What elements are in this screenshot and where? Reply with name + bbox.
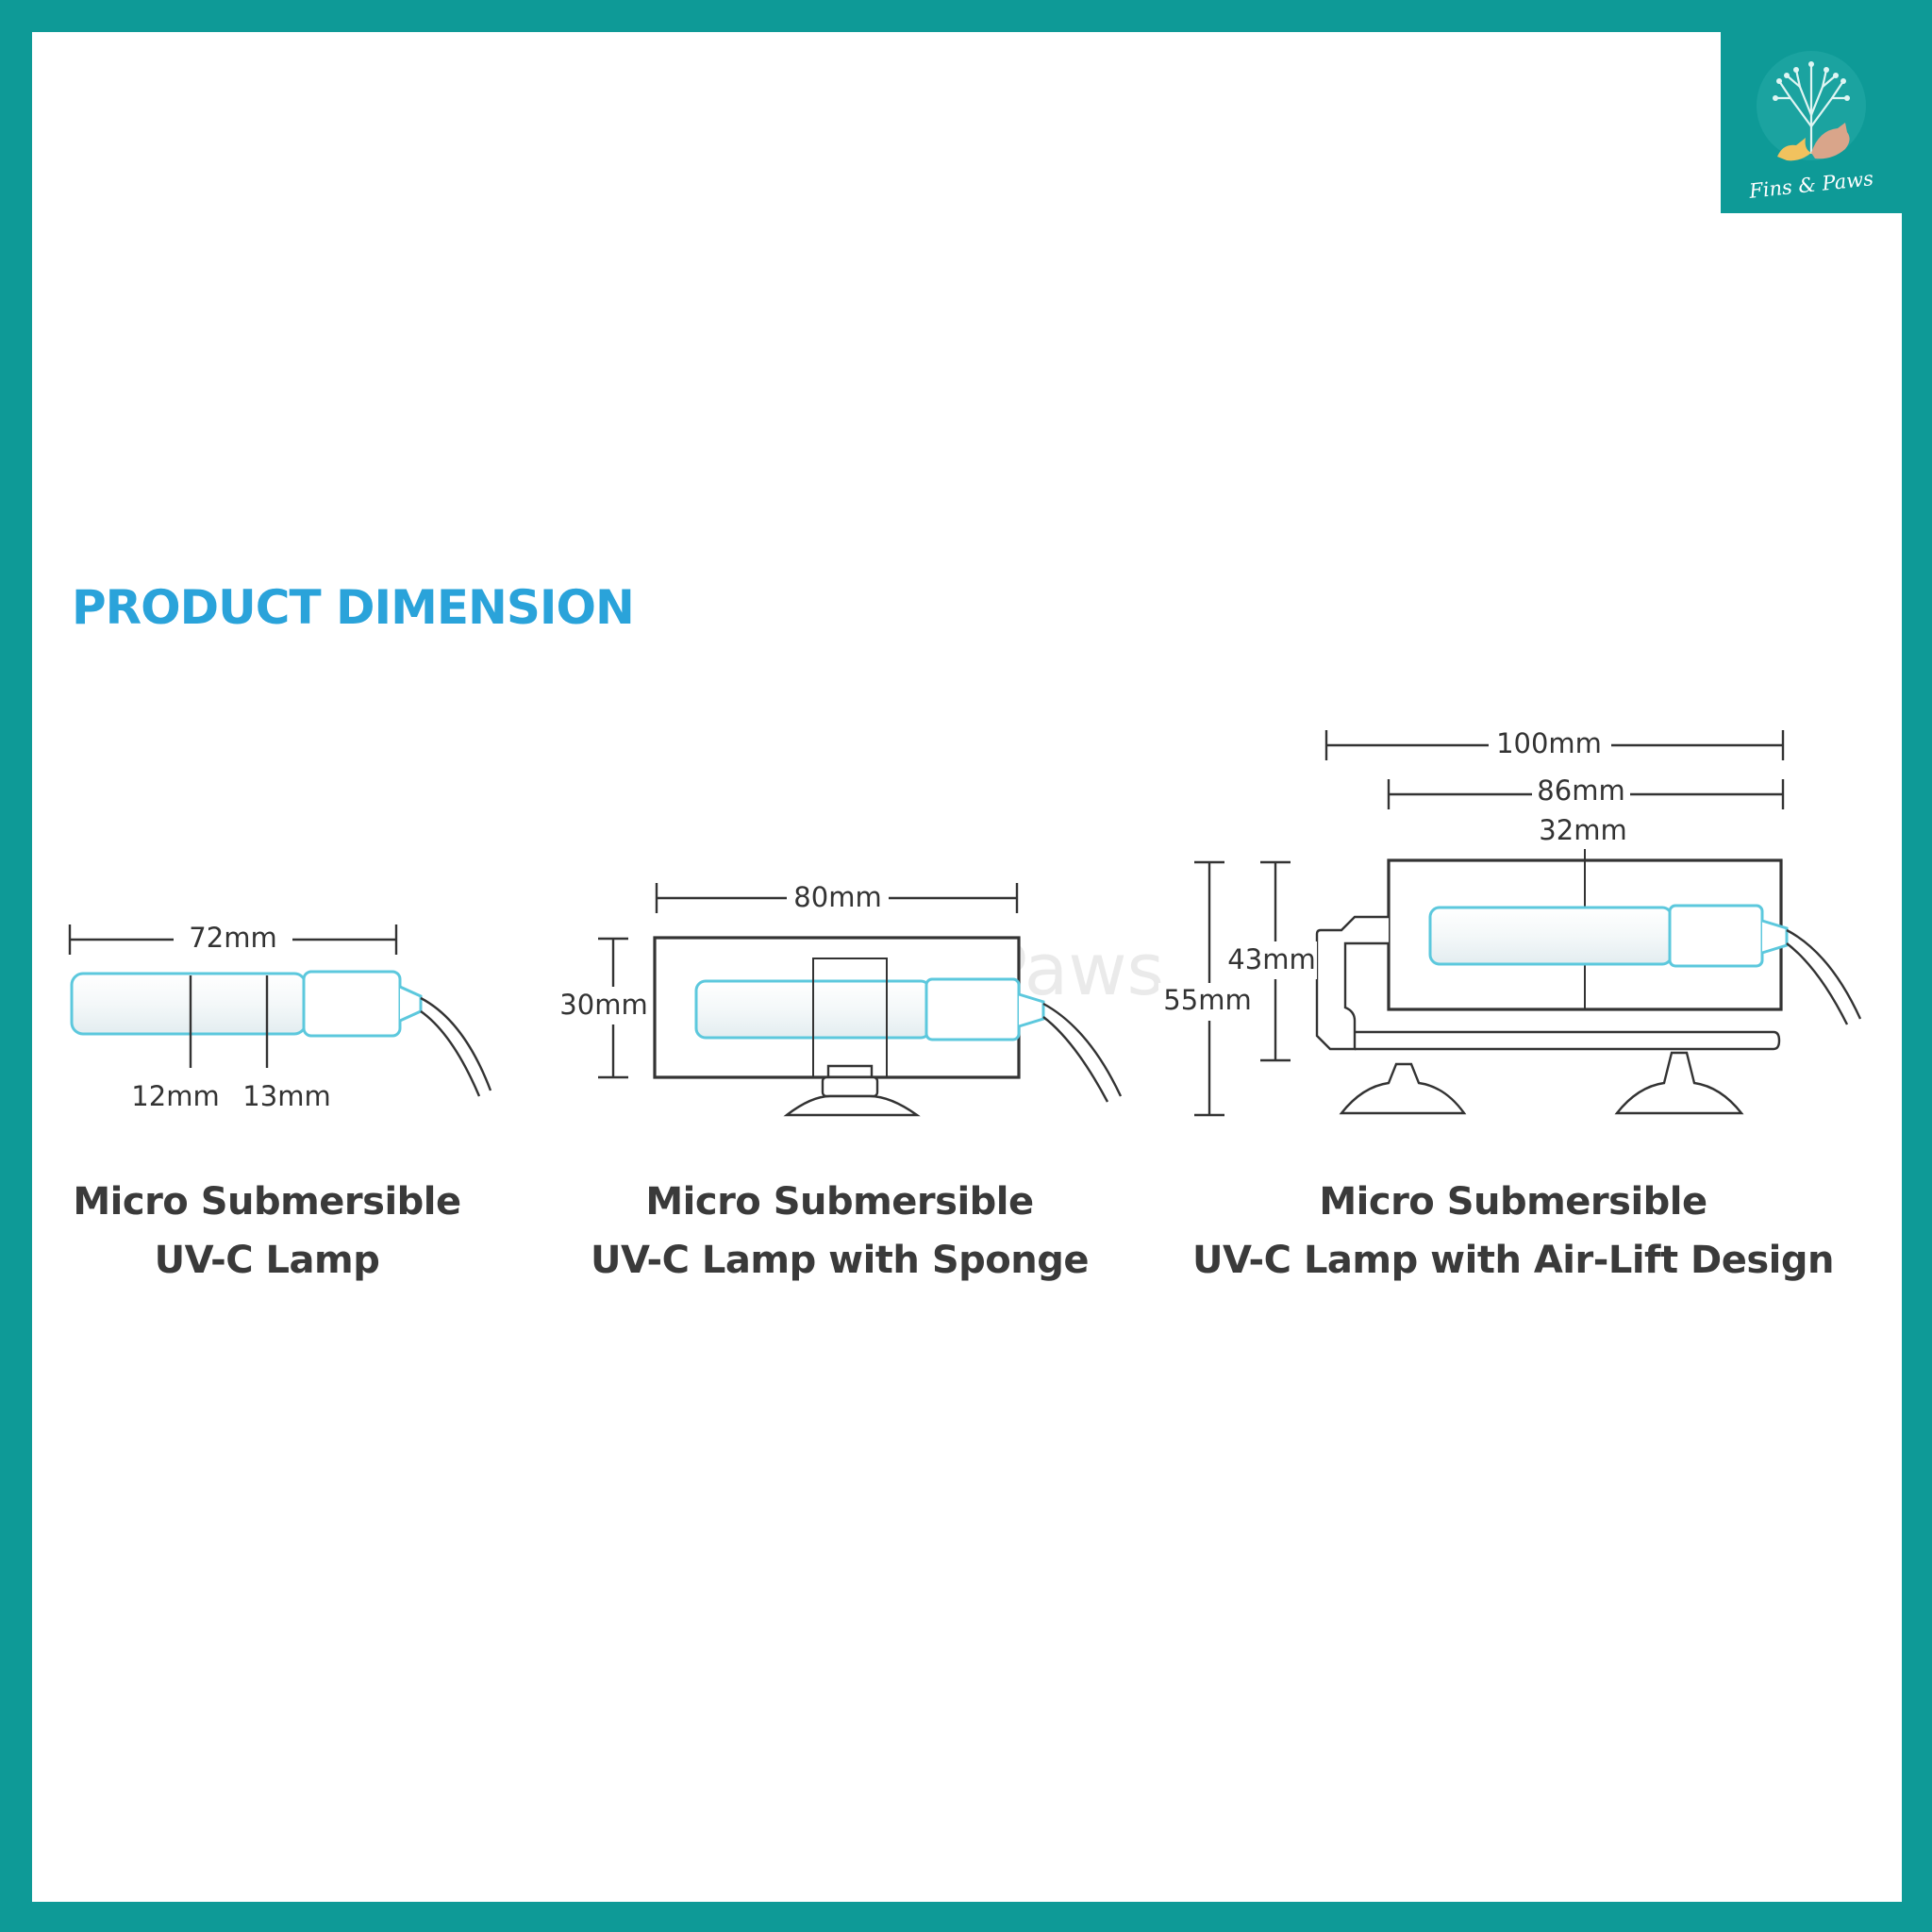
caption-line: Micro Submersible — [1319, 1180, 1707, 1224]
lamp-1-drawing — [68, 924, 492, 1097]
lamp-2-labels: 80mm 30mm — [559, 879, 889, 1024]
lamp-3-tube — [1428, 906, 1674, 966]
caption-lamp-3: Micro Submersible UV-C Lamp with Air-Lif… — [1189, 1173, 1838, 1290]
lamp-1-cap — [302, 970, 402, 1038]
suction-cup-right — [1614, 1051, 1744, 1115]
dim-label-seg-a: 12mm — [131, 1080, 219, 1112]
lamp-3-cable — [1786, 928, 1862, 1020]
dim-label-inner-height: 43mm — [1227, 943, 1315, 975]
airlift-tube — [1315, 915, 1389, 1051]
dim-label-total-height: 55mm — [1163, 984, 1251, 1016]
page-title: PRODUCT DIMENSION — [72, 580, 635, 635]
caption-line: UV-C Lamp with Sponge — [591, 1239, 1089, 1282]
dim-label-length: 72mm — [189, 922, 276, 954]
lamp-3-labels: 100mm 86mm 32mm 43mm 55mm — [1158, 724, 1630, 1021]
suction-cup — [783, 1094, 921, 1117]
caption-lamp-1: Micro Submersible UV-C Lamp — [38, 1173, 496, 1290]
caption-line: Micro Submersible — [645, 1180, 1034, 1224]
lamp-3-cap — [1668, 904, 1764, 968]
lamp-1-labels: 72mm 12mm 13mm — [131, 921, 331, 1112]
lamp-1-cable — [420, 996, 492, 1091]
caption-line: UV-C Lamp — [154, 1239, 380, 1282]
suction-cup-left — [1339, 1062, 1467, 1115]
caption-lamp-2: Micro Submersible UV-C Lamp with Sponge — [575, 1173, 1104, 1290]
caption-line: UV-C Lamp with Air-Lift Design — [1192, 1239, 1834, 1282]
lamp-2-cable — [1042, 1002, 1123, 1097]
lamp-2-drawing — [598, 883, 1123, 1117]
caption-line: Micro Submersible — [73, 1180, 461, 1224]
lamp-3-drawing — [1194, 730, 1862, 1117]
dim-label-height: 30mm — [559, 989, 647, 1021]
lamp-1-tube — [70, 972, 308, 1036]
dim-label-center: 32mm — [1539, 814, 1626, 846]
dim-label-box-width: 86mm — [1537, 774, 1624, 807]
dim-label-width: 80mm — [793, 881, 881, 913]
dim-label-total-width: 100mm — [1496, 727, 1602, 759]
dim-label-seg-b: 13mm — [242, 1080, 330, 1112]
brand-logo: Fins & Paws — [1721, 32, 1902, 213]
lamp-2-cap — [924, 977, 1021, 1041]
tree-emblem-icon — [1757, 51, 1866, 161]
